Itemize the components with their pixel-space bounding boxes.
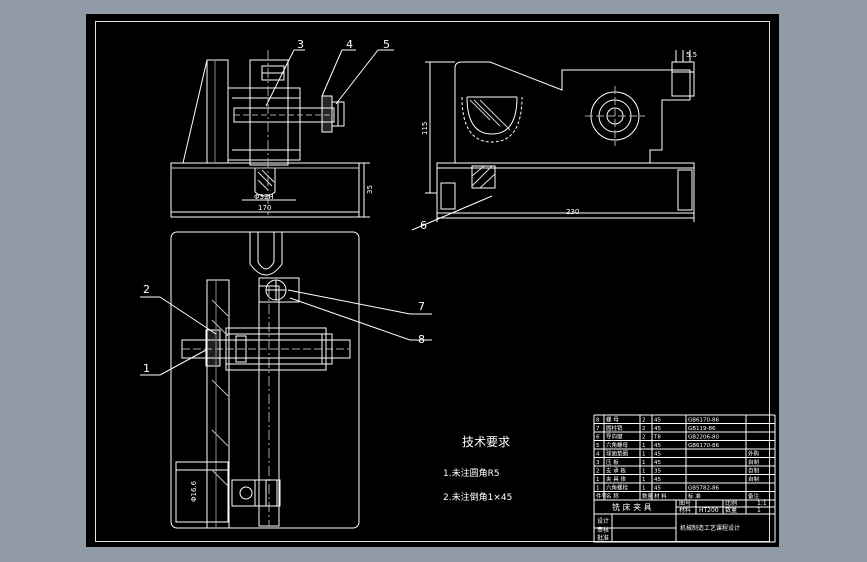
bom-cell: 35 <box>654 469 661 475</box>
bom-cell: 4 <box>596 452 600 458</box>
bom-cell: 45 <box>654 477 661 483</box>
bom-cell: 45 <box>654 460 661 466</box>
bom-cell: 7 <box>596 426 600 432</box>
bom-cell: 导向键 <box>606 433 623 441</box>
tech-req-title: 技术要求 <box>462 435 510 449</box>
bom-cell: 8 <box>596 418 600 424</box>
bom-cell: 六角螺母 <box>606 441 629 449</box>
bom-header-cell: 备注 <box>748 492 760 500</box>
bom-cell: 2 <box>642 435 646 441</box>
bom-cell: 1 <box>642 452 646 458</box>
front-view-leaders <box>265 49 394 107</box>
balloon-8: 8 <box>418 333 425 346</box>
section-dia-dim: Φ16.6 <box>190 480 198 502</box>
bom-cell: 45 <box>654 452 661 458</box>
bore-dia-dim: Φ32H <box>254 193 274 201</box>
bom-header-cell: 标 准 <box>688 492 701 500</box>
bom-cell: T8 <box>653 435 661 441</box>
bom-cell: 夹 具 体 <box>606 475 626 483</box>
bom-cell: 六角螺栓 <box>606 484 629 492</box>
bom-cell: 2 <box>596 469 600 475</box>
drawing-sheet <box>86 14 779 547</box>
thread-dim: 5.5 <box>686 51 697 59</box>
bom-cell: GB2206-80 <box>688 435 720 441</box>
plan-view-leaders <box>140 289 432 376</box>
bom-cell: 自制 <box>748 467 760 475</box>
title-block-material: HT200 <box>699 507 719 514</box>
bom-cell: 支 承 板 <box>606 467 626 475</box>
title-block-check: 审核 <box>597 526 609 534</box>
bom-cell: 自制 <box>748 475 760 483</box>
bom-header-cell: 件号 <box>596 492 608 500</box>
bom-cell: 1 <box>642 469 646 475</box>
title-block-scale-label: 比例 <box>725 499 737 507</box>
plan-view <box>170 231 360 529</box>
title-block-drawing-no: 图号 <box>679 500 691 507</box>
tech-req-item-2: 2.未注倒角1×45 <box>443 491 512 503</box>
side-height-dim: 115 <box>421 122 429 135</box>
bom-cell: 2 <box>642 418 646 424</box>
balloon-1: 1 <box>143 362 150 375</box>
bom-cell: 1 <box>642 486 646 492</box>
title-block <box>593 499 776 543</box>
bom-header-cell: 数量 <box>642 492 654 500</box>
title-block-material-label: 材料 <box>679 506 691 514</box>
title-block-approve: 批准 <box>597 534 609 542</box>
balloon-3: 3 <box>297 38 304 51</box>
side-view <box>411 50 695 231</box>
bom-cell: 圆柱销 <box>606 424 623 432</box>
bom-cell: 45 <box>654 443 661 449</box>
bom-cell: 外购 <box>748 450 760 458</box>
title-block-design: 设计 <box>597 517 609 525</box>
balloon-5: 5 <box>383 38 390 51</box>
bom-cell: 5 <box>596 443 600 449</box>
balloon-4: 4 <box>346 38 353 51</box>
balloon-2: 2 <box>143 283 150 296</box>
bom-cell: GB6170-86 <box>688 418 720 424</box>
bom-cell: 1 <box>596 477 600 483</box>
side-width-dim: 230 <box>566 208 579 216</box>
front-height-dim: 35 <box>366 185 374 194</box>
bom-cell: 45 <box>654 426 661 432</box>
bom-cell: 螺 母 <box>606 416 619 424</box>
bom-cell: 1 <box>642 443 646 449</box>
bom-header-cell: 名 称 <box>606 492 619 500</box>
bom-cell: 2 <box>642 426 646 432</box>
balloon-6: 6 <box>420 219 427 232</box>
title-block-title: 铣 床 夹 具 <box>612 502 652 512</box>
bom-cell: GB5782-86 <box>688 486 720 492</box>
bom-cell: GB6170-86 <box>688 443 720 449</box>
bom-cell: 45 <box>654 486 661 492</box>
bom-cell: 球面垫圈 <box>606 450 629 458</box>
title-block-count: 1 <box>757 507 761 514</box>
title-block-count-label: 数量 <box>725 506 737 514</box>
bom-cell: 6 <box>596 435 600 441</box>
bom-cell: 3 <box>596 460 600 466</box>
bom-cell: 自制 <box>748 458 760 466</box>
front-view <box>170 50 370 218</box>
title-block-school: 机械制造工艺课程设计 <box>680 524 740 532</box>
front-width-dim: 170 <box>258 204 271 212</box>
bom-header-cell: 材 料 <box>654 492 667 500</box>
bom-cell: GB119-86 <box>688 426 716 432</box>
balloon-7: 7 <box>418 300 425 313</box>
drawing-frame <box>95 21 770 542</box>
bom-cell: 1 <box>642 477 646 483</box>
bom-cell: 1 <box>642 460 646 466</box>
bom-cell: 45 <box>654 418 661 424</box>
tech-req-item-1: 1.未注圆角R5 <box>443 467 500 479</box>
bom-cell: 1 <box>596 486 600 492</box>
bom-cell: 压 板 <box>606 458 619 466</box>
title-block-scale: 1:1 <box>757 500 767 507</box>
